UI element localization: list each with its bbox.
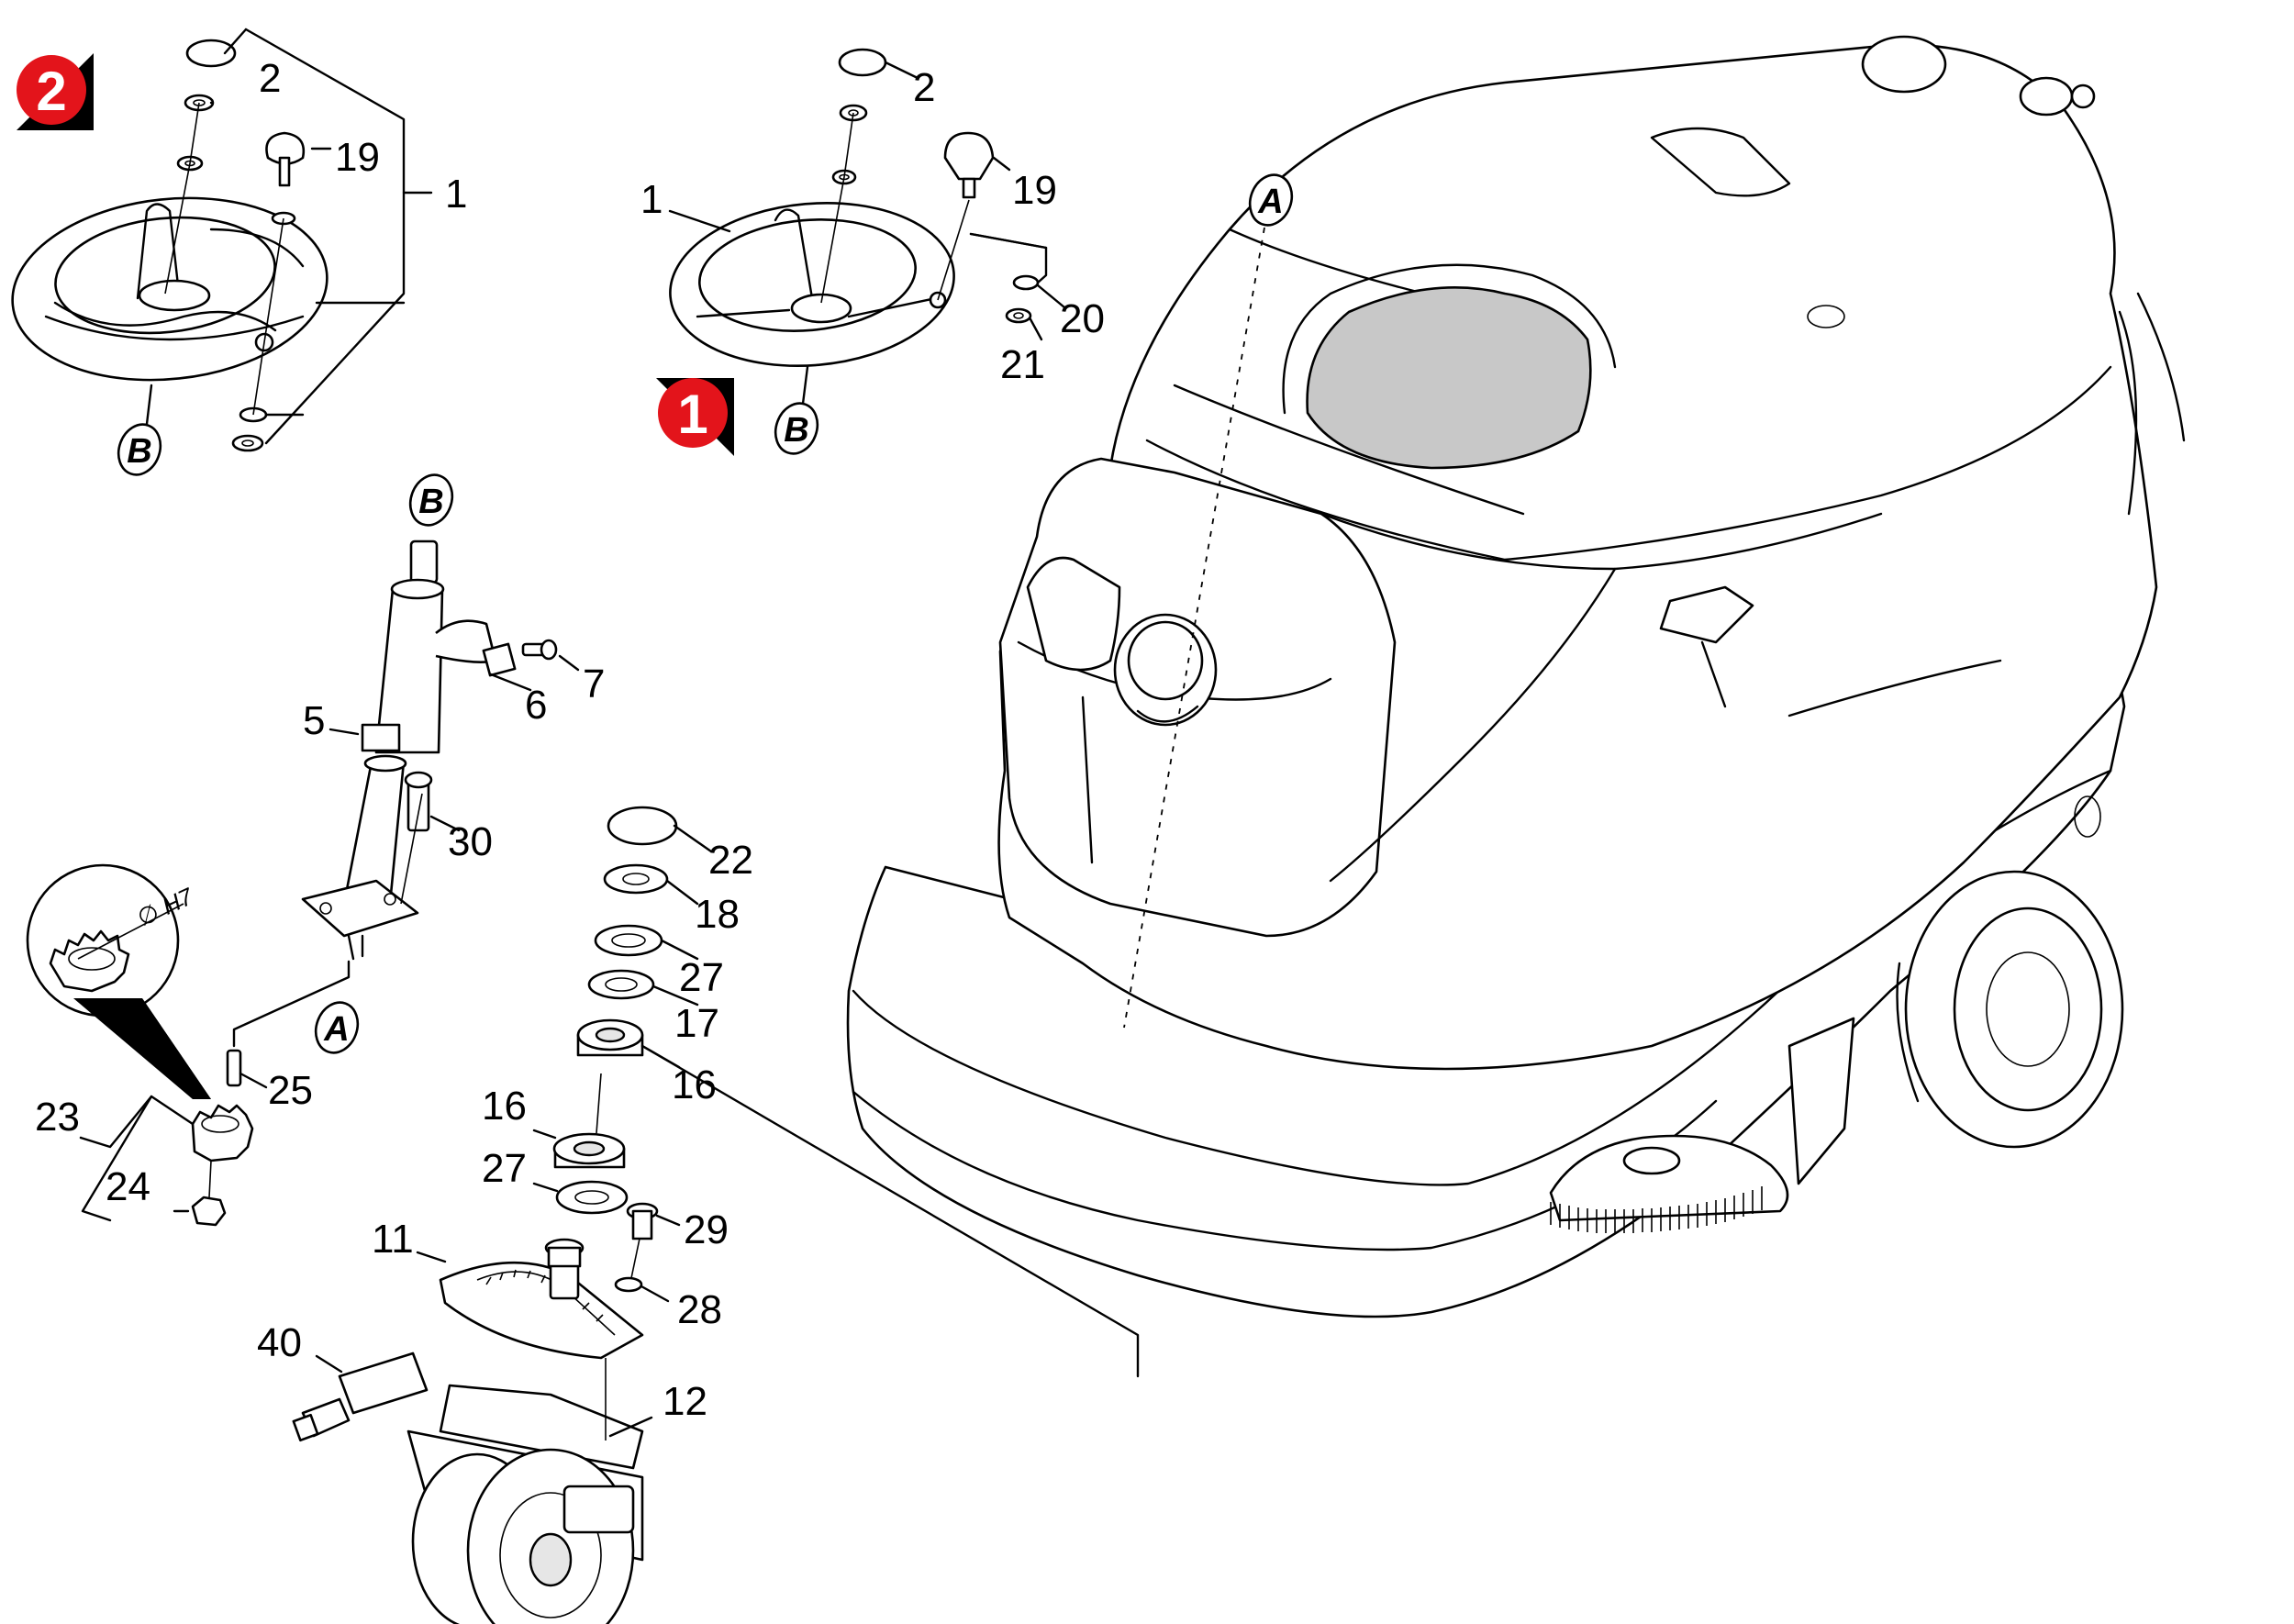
label-16-upper: 16 [672,1062,717,1107]
variant-2-number: 2 [36,61,66,122]
label-6: 6 [525,683,547,728]
bearing-16-upper [576,1018,644,1057]
label-17: 17 [674,1001,719,1046]
label-18: 18 [695,892,740,937]
seal-27-upper [594,924,663,957]
ref-letter-a-column: A [314,1001,360,1054]
washer-28 [614,1276,643,1293]
ref-letter-b-variant-1: B [774,402,819,455]
steering-column-5 [301,539,445,961]
cap-2-variant-1 [831,48,887,185]
label-27-lower: 27 [482,1146,527,1191]
ref-letter-b-variant-2: B [117,423,162,476]
nut-24 [191,1196,227,1227]
gear-detail-magnifier: ∅ H7 [26,863,211,1099]
svg-text:B: B [784,411,808,450]
label-v1-1: 1 [640,177,663,222]
label-7: 7 [583,662,605,706]
ring-17 [587,969,655,1000]
seal-27-lower [555,1180,629,1215]
label-5: 5 [303,698,325,743]
svg-text:B: B [127,432,151,471]
label-25: 25 [268,1068,313,1113]
bearing-16-lower [552,1132,626,1169]
variant-1-badge: 1 [656,378,734,456]
label-v2-19: 19 [335,135,380,180]
svg-text:A: A [1257,183,1283,221]
washer-18 [603,863,669,895]
screw-30 [404,771,433,832]
label-12: 12 [663,1379,707,1424]
swivel-plate-11 [439,1238,644,1360]
label-30: 30 [448,819,493,864]
label-40: 40 [257,1320,302,1365]
bracket-6 [435,619,517,677]
pinion-23 [191,1104,254,1162]
cap-22 [607,806,678,846]
scrubber-machine-body [846,35,2186,1318]
part-number-labels: 2 19 1 2 19 1 20 21 7 6 5 30 22 18 27 17… [35,56,1105,1424]
label-v2-2: 2 [259,56,281,101]
screw-29 [626,1202,659,1240]
steering-wheel-variant-2 [11,196,329,382]
label-23: 23 [35,1095,80,1140]
label-v1-20: 20 [1060,296,1105,341]
label-v1-2: 2 [913,65,935,110]
label-16-lower: 16 [482,1084,527,1129]
cap-2-variant-2 [176,39,237,172]
washers-variant-2 [231,406,268,452]
knob-19-variant-2 [265,131,306,226]
svg-text:A: A [323,1010,349,1049]
grease-tube-40 [292,1351,429,1442]
variant-1-number: 1 [677,384,707,445]
ref-letter-a-machine: A [1248,173,1294,227]
steering-wheel-variant-1 [669,202,955,367]
caster-wheel-12 [406,1384,644,1624]
svg-text:B: B [418,483,443,521]
washers-20-21-variant-1 [1005,274,1040,324]
label-29: 29 [684,1207,729,1252]
knob-19-variant-1 [943,131,995,199]
label-v1-19: 19 [1012,168,1057,213]
variant-2-badge: 2 [17,53,94,130]
label-22: 22 [708,838,753,883]
label-27-upper: 27 [679,955,724,1000]
label-v1-21: 21 [1000,342,1045,387]
label-24: 24 [106,1164,150,1209]
label-v2-1: 1 [445,172,467,217]
label-28: 28 [677,1287,722,1332]
label-11: 11 [372,1217,414,1262]
screw-7 [521,639,558,661]
ref-letter-b-column: B [408,473,454,527]
pin-25 [226,1049,242,1087]
